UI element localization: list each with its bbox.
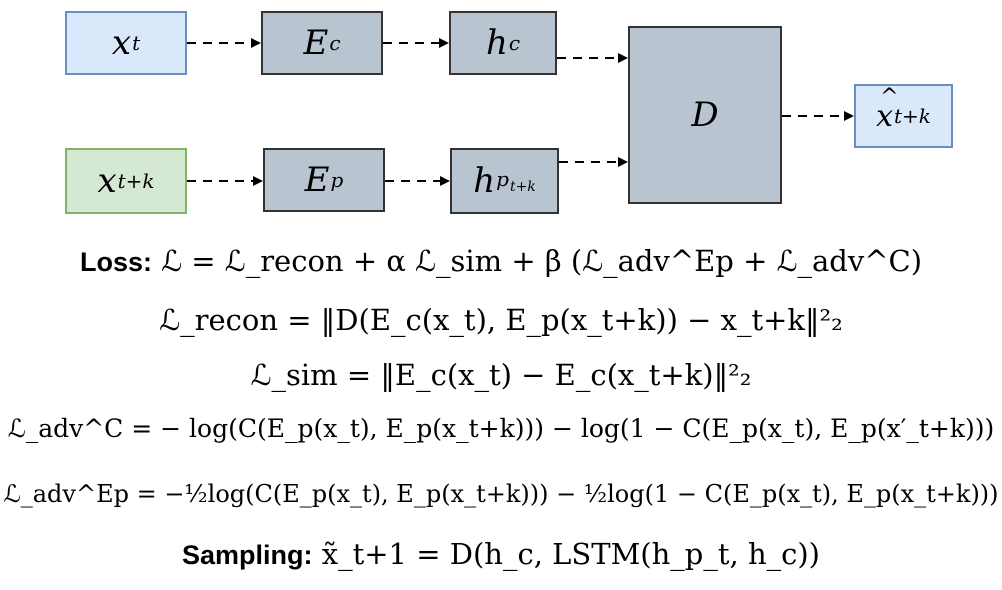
recon-formula: ℒ_recon = ‖D(E_c(x_t), E_p(x_t+k)) − x_t…: [159, 303, 843, 337]
sim-formula: ℒ_sim = ‖E_c(x_t) − E_c(x_t+k)‖²₂: [250, 358, 752, 392]
node-x-hat-label: x: [876, 85, 898, 134]
node-h-c-sub: c: [508, 31, 521, 55]
node-encoder-p-sub: p: [330, 168, 344, 192]
sampling-label: Sampling:: [181, 540, 313, 570]
node-x-t-label: x: [111, 23, 132, 63]
node-x-tk-sub: t+k: [117, 169, 155, 193]
equation-sampling: Sampling: x̃_t+1 = D(h_c, LSTM(h_p_t, h_…: [0, 537, 1002, 571]
equation-adv-ep: ℒ_adv^Ep = −½log(C(E_p(x_t), E_p(x_t+k))…: [0, 480, 1002, 508]
node-h-p-label: h: [473, 161, 496, 201]
loss-label: Loss:: [79, 247, 152, 277]
node-x-t-sub: t: [132, 31, 141, 55]
node-x-hat-sub: t+k: [894, 104, 931, 128]
loss-formula: ℒ = ℒ_recon + α ℒ_sim + β (ℒ_adv^Ep + ℒ_…: [161, 244, 923, 278]
node-decoder: D: [628, 26, 782, 204]
node-decoder-label: D: [691, 95, 719, 135]
equation-recon: ℒ_recon = ‖D(E_c(x_t), E_p(x_t+k)) − x_t…: [0, 303, 1002, 337]
node-encoder-c-sub: c: [329, 31, 341, 55]
equation-adv-c: ℒ_adv^C = − log(C(E_p(x_t), E_p(x_t+k)))…: [0, 414, 1002, 443]
equation-sim: ℒ_sim = ‖E_c(x_t) − E_c(x_t+k)‖²₂: [0, 358, 1002, 392]
node-encoder-p-label: E: [304, 160, 330, 200]
node-h-p-sub: p: [496, 167, 509, 192]
equation-loss: Loss: ℒ = ℒ_recon + α ℒ_sim + β (ℒ_adv^E…: [0, 244, 1002, 278]
adv-ep-formula: ℒ_adv^Ep = −½log(C(E_p(x_t), E_p(x_t+k))…: [3, 480, 999, 508]
node-encoder-c-label: E: [303, 23, 329, 63]
node-x-tk-label: x: [97, 161, 117, 201]
node-x-hat: xt+k: [854, 84, 953, 148]
adv-c-formula: ℒ_adv^C = − log(C(E_p(x_t), E_p(x_t+k)))…: [7, 414, 995, 443]
node-h-p-subsub: t+k: [509, 178, 536, 195]
sampling-formula: x̃_t+1 = D(h_c, LSTM(h_p_t, h_c)): [321, 537, 820, 571]
node-h-c-label: h: [485, 23, 508, 63]
